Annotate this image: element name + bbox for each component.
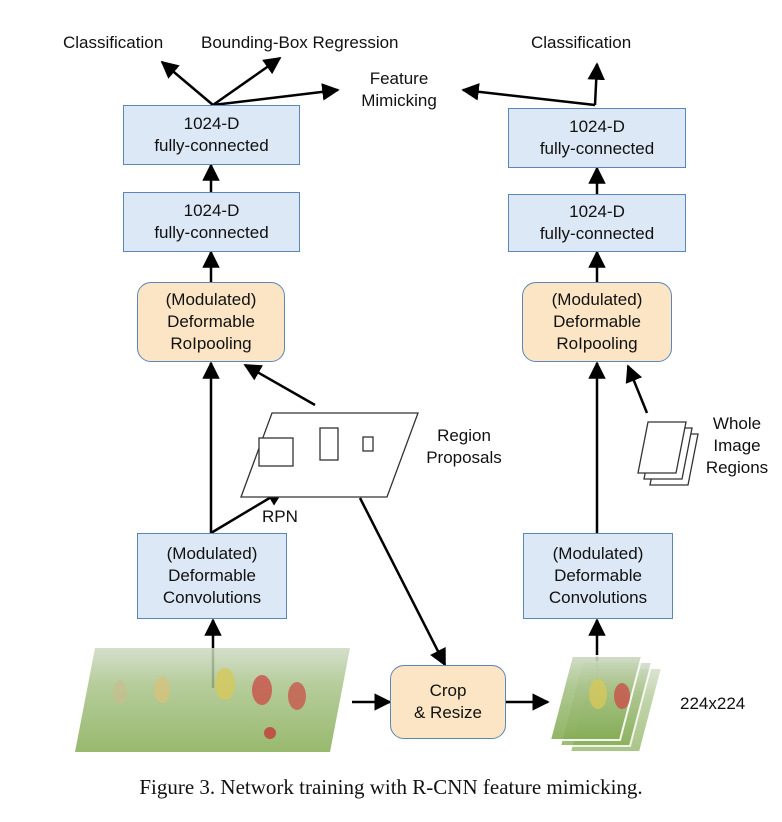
- figure-caption: Figure 3. Network training with R-CNN fe…: [139, 775, 643, 799]
- region-proposals-shape: [240, 412, 419, 498]
- left-roipooling-box: (Modulated) Deformable RoIpooling: [137, 282, 285, 362]
- proposal-box-medium: [319, 427, 339, 461]
- proposal-box-small: [362, 436, 374, 452]
- bbox-regression-label: Bounding-Box Regression: [201, 33, 399, 52]
- whole-image-regions-line3: Regions: [705, 458, 769, 477]
- right-roipooling-box: (Modulated) Deformable RoIpooling: [522, 282, 672, 362]
- whole-image-regions-shape: [637, 421, 699, 486]
- right-fc-bottom-line1: 1024-D: [569, 202, 625, 221]
- crop-resize-line2: & Resize: [413, 703, 483, 722]
- left-pool-line2: Deformable: [167, 312, 255, 331]
- left-fc-bottom-line2: fully-connected: [154, 223, 269, 242]
- right-pool-line2: Deformable: [553, 312, 641, 331]
- whole-image-regions-label: Whole Image Regions: [695, 413, 779, 479]
- arrow-to-classification-left: [160, 60, 214, 106]
- left-conv-line1: (Modulated): [166, 544, 258, 563]
- arrow-left-to-mimicking: [212, 83, 340, 107]
- whole-image-regions-line1: Whole: [712, 414, 762, 433]
- region-proposals-label: Region Proposals: [412, 425, 516, 469]
- left-conv-line3: Convolutions: [162, 588, 262, 607]
- right-fc-top-box: 1024-D fully-connected: [508, 108, 686, 168]
- right-conv-line1: (Modulated): [552, 544, 644, 563]
- right-classification-label: Classification: [531, 33, 632, 52]
- left-pool-line3: RoIpooling: [170, 334, 252, 353]
- right-conv-line2: Deformable: [554, 566, 642, 585]
- arrow-proposals-to-pool: [243, 363, 316, 407]
- region-proposals-line2: Proposals: [426, 448, 502, 467]
- arrow-to-bbox-regression: [212, 56, 282, 107]
- proposal-box-large: [258, 437, 294, 467]
- feature-mimicking-line1: Feature: [369, 69, 429, 88]
- feature-mimicking-line2: Mimicking: [361, 91, 437, 110]
- region-proposals-line1: Region: [437, 426, 491, 445]
- whole-image-regions-line2: Image: [713, 436, 761, 455]
- left-classification-label: Classification: [63, 33, 164, 52]
- right-pool-line1: (Modulated): [551, 290, 643, 309]
- arrow-regions-to-pool: [625, 364, 649, 414]
- crop-resize-box: Crop & Resize: [390, 665, 506, 739]
- crop-resize-line1: Crop: [429, 681, 467, 700]
- left-fc-bottom-line1: 1024-D: [183, 201, 240, 220]
- arrow-right-to-mimicking: [461, 83, 596, 107]
- right-conv-line3: Convolutions: [548, 588, 648, 607]
- input-image: [75, 648, 350, 752]
- right-fc-top-line2: fully-connected: [539, 139, 655, 158]
- feature-mimicking-label: Feature Mimicking: [345, 68, 453, 112]
- right-pool-line3: RoIpooling: [556, 334, 638, 353]
- right-fc-bottom-line2: fully-connected: [539, 224, 655, 243]
- right-fc-top-line1: 1024-D: [569, 117, 625, 136]
- crop-size-label: 224x224: [680, 694, 746, 713]
- left-fc-top-box: 1024-D fully-connected: [123, 105, 300, 165]
- left-fc-top-line2: fully-connected: [154, 136, 269, 155]
- arrow-to-classification-right: [587, 62, 605, 106]
- right-conv-box: (Modulated) Deformable Convolutions: [523, 533, 673, 619]
- cropped-images-stack: [548, 655, 664, 753]
- left-fc-bottom-box: 1024-D fully-connected: [123, 192, 300, 252]
- right-fc-bottom-box: 1024-D fully-connected: [508, 194, 686, 252]
- rpn-label: RPN: [262, 507, 298, 526]
- left-conv-line2: Deformable: [168, 566, 256, 585]
- left-fc-top-line1: 1024-D: [183, 114, 240, 133]
- left-pool-line1: (Modulated): [165, 290, 257, 309]
- left-arrows: [160, 56, 550, 711]
- arrow-proposals-to-crop: [358, 497, 447, 667]
- left-conv-box: (Modulated) Deformable Convolutions: [137, 533, 287, 619]
